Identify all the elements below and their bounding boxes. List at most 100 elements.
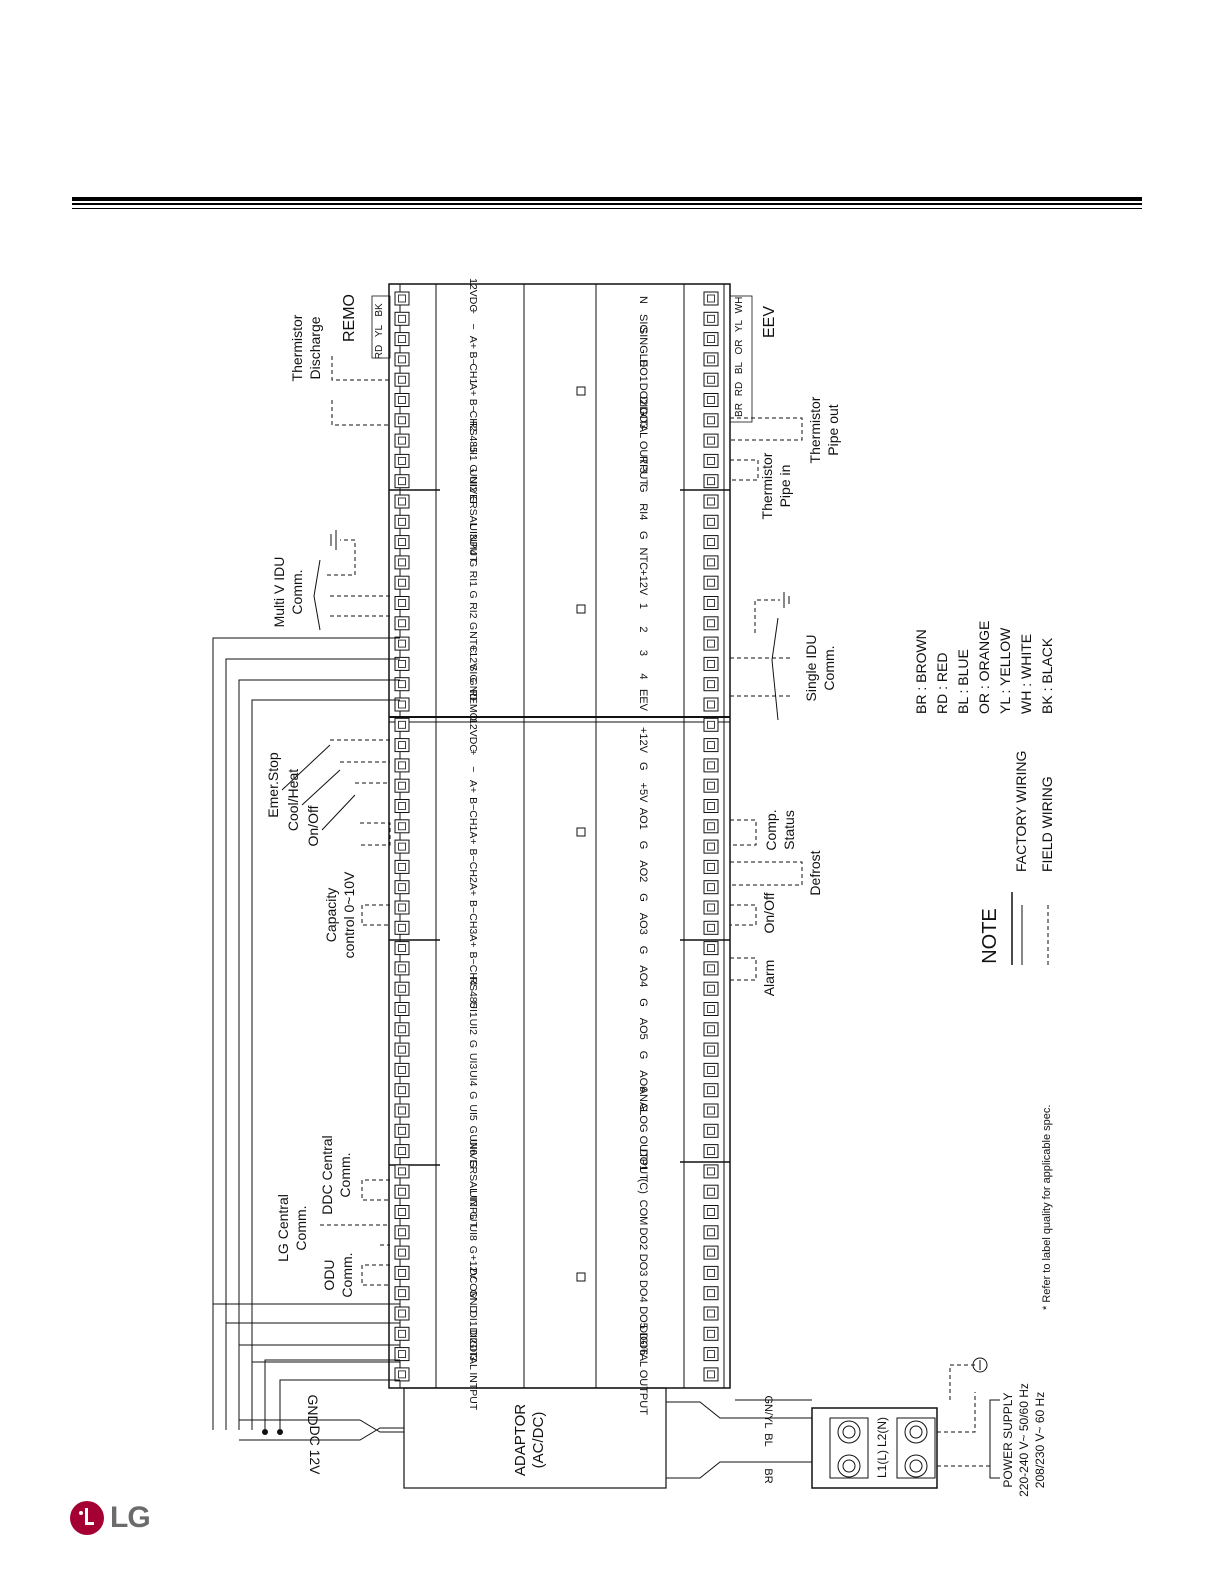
right-screw-terminal [703, 758, 719, 773]
dc-12v-wire [239, 1427, 404, 1441]
gnd-wire [239, 1419, 404, 1433]
right-screw-terminal [703, 1062, 719, 1077]
module-label-bottom-left: + [467, 749, 479, 755]
left-screw-terminal-inner [398, 619, 406, 628]
module-label-top-right: 3 [637, 650, 649, 656]
header-rule-thin-2 [72, 208, 1142, 209]
left-screw-terminal-inner [398, 802, 406, 810]
left-screw-terminal [394, 575, 410, 590]
right-screw-terminal-inner [707, 1289, 715, 1298]
remo-wire-label: YL [374, 324, 385, 337]
multiv-idu-brace [313, 559, 321, 631]
eev-wire-label: WH [734, 297, 745, 314]
module-label-bottom-left: UI6 [467, 1139, 479, 1156]
left-screw-terminal [394, 372, 410, 387]
lg-face-icon [70, 1501, 104, 1535]
left-screw-terminal [394, 535, 410, 550]
color-legend-item: RD : RED [934, 653, 950, 714]
left-screw-terminal-inner [398, 497, 406, 506]
right-screw-terminal-inner [707, 497, 715, 506]
color-legend-item: BR : BROWN [913, 629, 929, 714]
color-legend-item: BK : BLACK [1039, 637, 1055, 714]
right-screw-terminal-inner [707, 944, 715, 952]
module-label-bottom-right: DO3 [637, 1254, 649, 1277]
right-screw-terminal [703, 1326, 719, 1341]
right-screw-terminal-inner [707, 619, 715, 628]
thermistor-discharge-label: Discharge [307, 316, 323, 379]
module-label-bottom-right: DIGITAL OUTPUT [637, 1325, 649, 1415]
right-screw-terminal-inner [707, 1025, 715, 1034]
right-screw-terminal [703, 677, 719, 692]
left-screw-terminal [394, 291, 410, 306]
right-screw-terminal-inner [707, 1147, 715, 1155]
right-screw-terminal [703, 596, 719, 610]
left-screw-terminal-inner [398, 1350, 406, 1358]
wire-bl-label: BL [762, 1433, 774, 1446]
single-idu-label: Comm. [821, 645, 837, 690]
left-screw-terminal-inner [398, 720, 406, 729]
left-screw-terminal-inner [398, 314, 406, 323]
module-label-top-left: RS485 [467, 421, 479, 453]
right-screw-terminal-inner [707, 1045, 715, 1054]
on-off-leader [321, 794, 356, 831]
adaptor-label: ADAPTOR [512, 1404, 529, 1476]
thermistor-pipe-out-label: Thermistor [807, 396, 823, 463]
terminal-screw-inner-0 [842, 1425, 856, 1439]
module-label-bottom-left: G [467, 1246, 479, 1254]
left-screw-terminal [394, 1225, 410, 1240]
lg-logo: LG [70, 1498, 151, 1538]
right-screw-terminal-inner [707, 660, 715, 668]
right-screw-terminal-inner [707, 1248, 715, 1257]
module-label-top-right: 4 [637, 673, 649, 679]
right-screw-terminal [703, 1347, 719, 1362]
module-label-bottom-right: AO1 [637, 808, 649, 830]
module-label-bottom-left: CH4 [467, 965, 479, 986]
multiv-ground-wire [327, 539, 356, 576]
module-label-bottom-left: RS485 [467, 976, 479, 1008]
right-screw-terminal [703, 1144, 719, 1159]
right-screw-terminal-inner [707, 578, 715, 587]
power-supply-title: POWER SUPPLY [1001, 1392, 1015, 1487]
left-screw-terminal-inner [398, 1289, 406, 1298]
ac-cable-upper [666, 1401, 812, 1419]
left-screw-terminal [394, 393, 410, 407]
module-label-bottom-right: DO2 [637, 1227, 649, 1250]
right-screw-terminal [703, 535, 719, 550]
left-screw-terminal [394, 1367, 410, 1382]
comm-loop-wire-3 [251, 699, 400, 1430]
module-label-top-left: B− [467, 399, 479, 412]
module-label-bottom-right: DO6 [637, 1332, 649, 1355]
left-screw-terminal [394, 1002, 410, 1016]
left-screw-terminal-inner [398, 294, 406, 303]
single-idu-ground [754, 599, 780, 633]
right-screw-terminal [703, 717, 719, 732]
left-screw-terminal-inner [398, 1025, 406, 1034]
module-label-bottom-left: UI4 [467, 1070, 479, 1087]
module-label-bottom-left: +12V [467, 1255, 479, 1280]
left-screw-terminal-inner [398, 599, 406, 607]
module-label-bottom-right: COM [637, 1200, 649, 1226]
module-label-bottom-right: G [637, 946, 649, 955]
terminal-screw-2 [904, 1420, 928, 1444]
emer-stop-leader [281, 744, 331, 791]
right-screw-terminal-inner [707, 984, 715, 993]
left-screw-terminal [394, 413, 410, 428]
right-screw-terminal-inner [707, 781, 715, 790]
left-screw-terminal-inner [398, 1208, 406, 1216]
module-label-bottom-right: G [637, 1051, 649, 1060]
module-label-bottom-left: B− [467, 952, 479, 965]
left-screw-terminal-inner [398, 375, 406, 384]
wire-gn-yl-label: GN/YL [762, 1395, 774, 1428]
left-screw-terminal-inner [398, 1126, 406, 1135]
left-screw-terminal-inner [398, 477, 406, 486]
module-label-bottom-left: − [467, 766, 479, 772]
right-screw-terminal [703, 413, 719, 428]
module-label-top-right: 2 [637, 626, 649, 632]
left-screw-terminal [394, 758, 410, 773]
left-screw-terminal [394, 839, 410, 854]
latch-1 [576, 604, 586, 614]
left-screw-terminal [394, 596, 410, 610]
module-label-bottom-left: 12VDC [467, 718, 479, 752]
terminal-screw-3 [904, 1454, 928, 1478]
